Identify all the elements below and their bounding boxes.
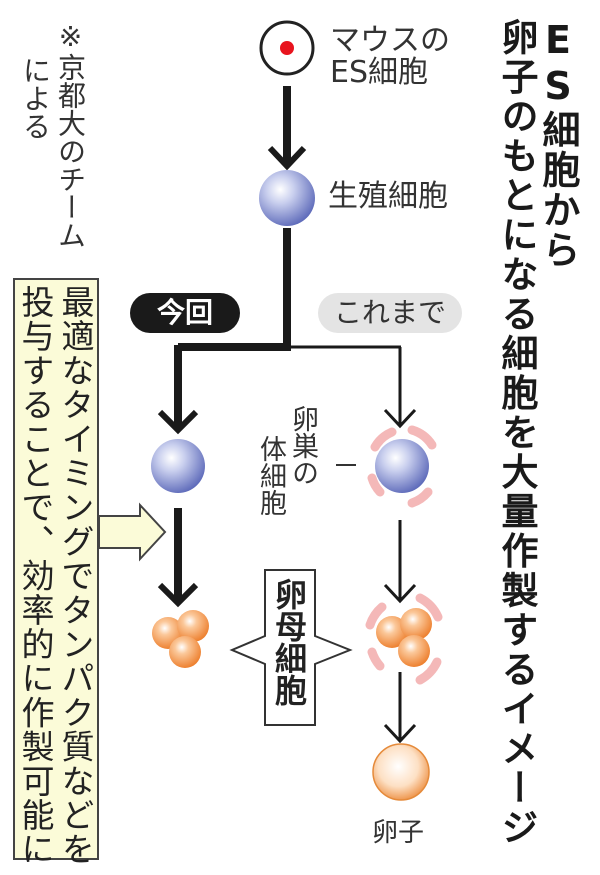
germ-cell-label: 生殖細胞 [328,179,448,214]
oocyte-label: 卵母細胞 [270,578,308,706]
oocyte-label-frame [229,569,353,726]
callout-arrow [98,502,167,562]
arrow-es-to-germ [267,86,307,171]
old-germ-cell-icon [375,439,429,493]
ovary-label-1: 卵巣の [287,405,318,486]
old-oocyte-cluster-icon [376,608,432,667]
new-germ-cell-icon [151,439,205,493]
branch-old-badge: これまで [318,293,462,333]
arrow-new-to-oocyte [157,508,199,608]
egg-icon [372,743,430,801]
callout-line-2: 投与することで、効率的に作製可能に [16,285,55,867]
germ-cell-icon [259,170,315,226]
es-cell-icon [259,20,315,76]
source-note-line-2: による [19,56,52,140]
callout-box [13,278,99,860]
egg-label: 卵子 [372,818,425,848]
branch-lines [157,228,417,435]
branch-new-badge: 今回 [130,293,240,333]
old-oocyte-somatic-icon [365,593,443,685]
arrow-old-to-oocyte [383,520,417,604]
title-line-1: ES細胞から [536,18,580,270]
es-cell-label-1: マウスの [330,23,450,58]
es-cell-label-2: ES細胞 [330,55,428,90]
new-oocyte-cluster-icon [152,610,209,668]
title-line-2: 卵子のもとになる細胞を大量作製するイメージ [495,18,538,848]
source-note-line-1: ※京都大のチーム [54,20,87,249]
arrow-oocyte-to-egg [383,672,417,744]
callout-line-1: 最適なタイミングでタンパク質などを [56,285,95,867]
ovary-label-2: 体細胞 [255,435,286,516]
ovary-somatic-cells-icon [367,425,437,508]
